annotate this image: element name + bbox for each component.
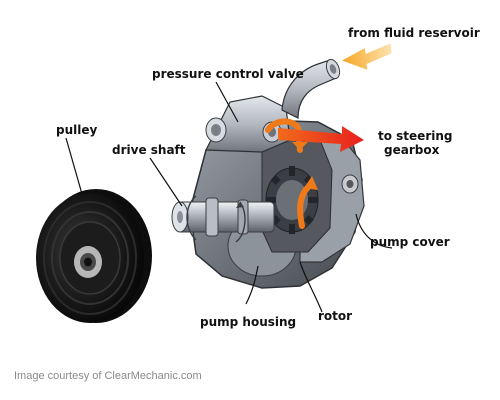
flow-arrow-internal [265, 118, 318, 229]
flow-arrow-inflow [342, 43, 392, 70]
label-drive-shaft: drive shaft [112, 143, 186, 157]
image-credit: Image courtesy of ClearMechanic.com [14, 370, 202, 382]
leader-pulley [65, 137, 83, 195]
leader-rotor [299, 261, 323, 313]
label-pump-housing: pump housing [200, 315, 297, 329]
label-to-steering: to steering [378, 129, 453, 143]
pump-illustration [171, 58, 365, 289]
label-rotor: rotor [318, 309, 353, 323]
label-from-fluid-reservoir: from fluid reservoir [348, 26, 480, 40]
leader-pressure-control-valve [215, 81, 239, 123]
flow-arrow-outflow [278, 126, 364, 152]
label-pulley: pulley [56, 123, 98, 137]
pulley-illustration [36, 189, 152, 323]
leader-lines [65, 81, 393, 313]
label-pump-cover: pump cover [370, 235, 450, 249]
leader-pump-housing [245, 265, 259, 305]
label-pressure-control-valve: pressure control valve [152, 67, 304, 81]
label-gearbox: gearbox [384, 143, 440, 157]
leader-drive-shaft [149, 157, 183, 207]
leader-pump-cover [355, 213, 393, 249]
